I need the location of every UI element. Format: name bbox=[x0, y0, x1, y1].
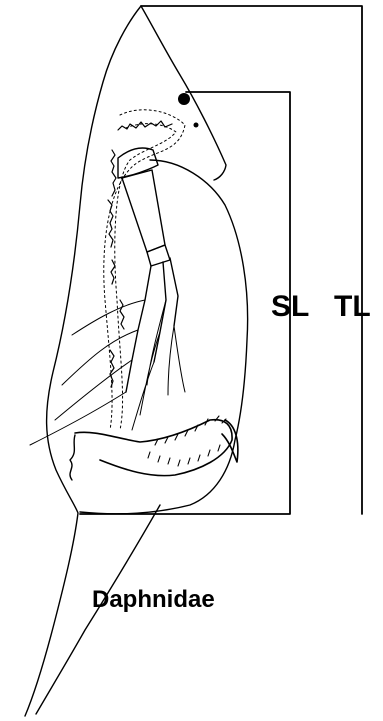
sl-bracket bbox=[80, 92, 290, 514]
eye-icon bbox=[178, 93, 190, 105]
valve-outline bbox=[80, 160, 248, 514]
sl-label: SL bbox=[271, 292, 309, 322]
tl-label: TL bbox=[334, 292, 371, 322]
ocellus-icon bbox=[194, 123, 199, 128]
tl-bracket bbox=[141, 6, 362, 514]
antenna-branch-c bbox=[170, 258, 178, 326]
postabdomen-spines bbox=[148, 416, 226, 466]
antenna-segment-1 bbox=[147, 245, 170, 266]
gut-outline-inner bbox=[115, 124, 176, 430]
family-label: Daphnidae bbox=[92, 588, 215, 612]
ventral-edge bbox=[70, 435, 75, 480]
postabdomen bbox=[75, 420, 232, 476]
antenna-protopodite bbox=[122, 170, 165, 252]
antenna-branch-b bbox=[154, 262, 166, 362]
antenna-branch-a bbox=[126, 266, 151, 392]
